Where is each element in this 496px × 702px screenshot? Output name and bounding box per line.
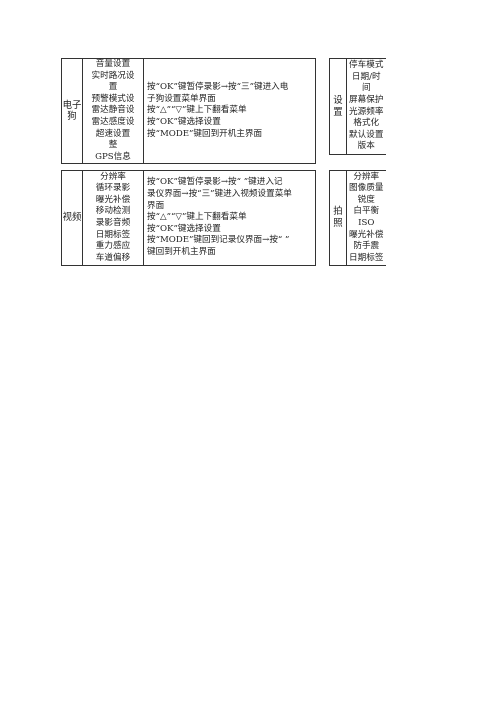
list-item: 移动检测: [95, 206, 131, 217]
list-item: 格式化: [353, 118, 380, 129]
list-item: GPS信息: [95, 151, 131, 162]
category-video: 视频: [61, 170, 83, 266]
table-electronic-dog: 电子 狗 音量设置 实时路况设 置 预警模式设 雷达静音设 雷达感度设 超速设置…: [61, 57, 316, 165]
settings-list: 停车模式 日期/时 间 屏幕保护 光源频率 格式化 默认设置 版本: [346, 58, 386, 155]
list-item: 置: [108, 82, 118, 93]
list-item: 默认设置: [349, 129, 384, 140]
list-item: 分辨率: [353, 171, 380, 182]
list-item: 图像质量: [349, 183, 384, 194]
list-item: 超速设置: [95, 128, 131, 139]
list-item: 日期标签: [95, 229, 131, 240]
table-photo: 拍照 分辨率 图像质量 锐度 白平衡 ISO 曝光补偿 防手震 日期标签: [329, 170, 386, 266]
instruction-line: 按“OK”键选择设置: [147, 223, 221, 234]
list-item: 曝光补偿: [349, 229, 384, 240]
list-item: 分辨率: [100, 171, 126, 182]
item-list: 音量设置 实时路况设 置 预警模式设 雷达静音设 雷达感度设 超速设置 整 GP…: [82, 57, 144, 165]
list-item: 白平衡: [353, 206, 380, 217]
list-item: 停车模式: [349, 60, 384, 71]
list-item: 音量设置: [95, 59, 131, 69]
list-item: 日期标签: [349, 252, 384, 263]
list-item: 重力感应: [95, 241, 131, 252]
list-item: 曝光补偿: [95, 194, 131, 205]
instruction-line: 按“△”“▽”键上下翻看菜单: [147, 105, 247, 116]
instruction-line: 按“MODE”键回到记录仪界面→按“ ”: [147, 235, 290, 246]
list-item: 循环录影: [95, 183, 131, 194]
list-item: 录影音频: [95, 218, 131, 228]
list-item: 锐度: [357, 194, 375, 205]
list-item: 日期/时: [351, 71, 381, 82]
table-video: 视频 分辨率 循环录影 曝光补偿 移动检测 录影音频 日期标签 重力感应 车道偏…: [61, 170, 316, 266]
instruction-line: 按“OK”键选择设置: [147, 116, 221, 127]
list-item: 光源频率: [349, 106, 384, 117]
list-item: 预警模式设: [91, 93, 135, 104]
list-item: 间: [361, 83, 371, 94]
table-settings: 设置 停车模式 日期/时 间 屏幕保护 光源频率 格式化 默认设置 版本: [329, 58, 386, 155]
item-list: 分辨率 循环录影 曝光补偿 移动检测 录影音频 日期标签 重力感应 车道偏移: [82, 170, 144, 266]
list-item: 雷达静音设: [91, 105, 135, 116]
category-settings: 设置: [329, 58, 347, 155]
list-item: 版本: [357, 141, 375, 152]
list-item: 雷达感度设: [91, 116, 135, 127]
list-item: 防手震: [353, 241, 380, 252]
list-item: 实时路况设: [91, 70, 135, 81]
list-item: 屏幕保护: [349, 94, 384, 105]
instruction-line: 子狗设置菜单界面: [147, 93, 216, 104]
category-photo: 拍照: [329, 170, 347, 266]
instruction-line: 按“△”“▽”键上下翻看菜单: [147, 212, 247, 223]
instruction-line: 按“OK”键暂停录影→按“三”键进入电: [147, 82, 289, 93]
instructions: 按“OK”键暂停录影→按“ ”键进入记 录仪界面→按“三”键进入视频设置菜单 界…: [143, 170, 316, 266]
instructions: 按“OK”键暂停录影→按“三”键进入电 子狗设置菜单界面 按“△”“▽”键上下翻…: [143, 57, 316, 165]
category-electronic-dog: 电子 狗: [61, 57, 83, 165]
instruction-line: 录仪界面→按“三”键进入视频设置菜单: [147, 189, 292, 200]
list-item: 车道偏移: [95, 252, 131, 263]
instruction-line: 按“OK”键暂停录影→按“ ”键进入记: [147, 177, 283, 188]
instruction-line: 界面: [147, 200, 165, 211]
instruction-line: 键回到开机主界面: [147, 246, 216, 257]
list-item: 整: [108, 140, 118, 151]
photo-list: 分辨率 图像质量 锐度 白平衡 ISO 曝光补偿 防手震 日期标签: [346, 170, 386, 266]
list-item: ISO: [358, 218, 375, 228]
instruction-line: 按“MODE”键回到开机主界面: [147, 128, 263, 139]
